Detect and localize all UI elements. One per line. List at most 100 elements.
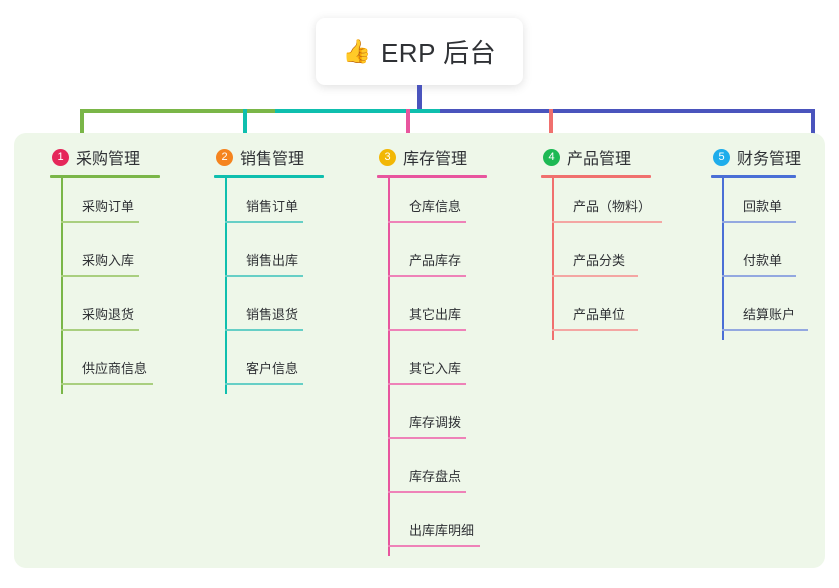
connector-drop-4 (549, 109, 553, 143)
branch-header-3[interactable]: 3 库存管理 (377, 145, 527, 169)
branch-item-label: 采购退货 (82, 307, 135, 322)
branch-item-rule (225, 383, 303, 385)
branch-item[interactable]: 仓库信息 (377, 178, 527, 232)
branch-item[interactable]: 产品（物料） (541, 178, 691, 232)
branch-number-badge: 5 (713, 148, 730, 166)
branch-item-label: 供应商信息 (82, 361, 148, 376)
branch-item[interactable]: 供应商信息 (50, 340, 200, 394)
branch-item-list: 销售订单销售出库销售退货客户信息 (214, 178, 364, 394)
branch-header-1[interactable]: 1 采购管理 (50, 145, 200, 169)
branch-item-label: 出库库明细 (409, 523, 475, 538)
branch-item[interactable]: 客户信息 (214, 340, 364, 394)
branch-item-rule (722, 329, 808, 331)
branch-item-rule (388, 329, 466, 331)
branch-item[interactable]: 采购入库 (50, 232, 200, 286)
branch-header-5[interactable]: 5 财务管理 (711, 145, 836, 169)
branch-item[interactable]: 产品库存 (377, 232, 527, 286)
branch-item-list: 产品（物料） 产品分类产品单位 (541, 178, 691, 340)
branch-item-rule (722, 275, 796, 277)
branch-item-label: 销售出库 (246, 253, 299, 268)
branch-item-label: 其它出库 (409, 307, 462, 322)
branch-item-label: 客户信息 (246, 361, 299, 376)
branch-title: 财务管理 (737, 151, 802, 168)
branch-item-rule (61, 383, 153, 385)
branch-item-rule (225, 221, 303, 223)
thumbs-up-icon: 👍 (342, 38, 372, 64)
branch-item[interactable]: 销售订单 (214, 178, 364, 232)
branch-item[interactable]: 其它入库 (377, 340, 527, 394)
branch-item[interactable]: 回款单 (711, 178, 836, 232)
connector-stem (417, 85, 422, 111)
connector-bus-teal (275, 109, 440, 113)
branch-title: 库存管理 (403, 151, 468, 168)
branch-item-rule (388, 275, 466, 277)
branch-item-rule (225, 329, 303, 331)
branch-item-label: 采购入库 (82, 253, 135, 268)
branch-header-rule (711, 175, 796, 178)
branch-item-rule (225, 275, 303, 277)
branch-item[interactable]: 库存调拨 (377, 394, 527, 448)
branch-item[interactable]: 其它出库 (377, 286, 527, 340)
branch-item[interactable]: 采购退货 (50, 286, 200, 340)
branch-column-5: 5 财务管理回款单付款单结算账户 (711, 145, 836, 340)
branch-item[interactable]: 采购订单 (50, 178, 200, 232)
branch-column-4: 4 产品管理产品（物料） 产品分类产品单位 (541, 145, 691, 340)
root-node-label: ERP 后台 (380, 38, 497, 68)
branch-spine (225, 178, 227, 394)
branch-item[interactable]: 产品分类 (541, 232, 691, 286)
branch-item-label: 回款单 (743, 199, 783, 214)
root-node-card[interactable]: 👍 ERP 后台 (316, 18, 523, 85)
branch-item[interactable]: 库存盘点 (377, 448, 527, 502)
branch-item-label: 其它入库 (409, 361, 462, 376)
branch-item-label: 产品分类 (573, 253, 626, 268)
branch-item-label: 产品库存 (409, 253, 462, 268)
branch-item-label: 产品单位 (573, 307, 626, 322)
branch-item-rule (388, 437, 466, 439)
branch-item[interactable]: 销售退货 (214, 286, 364, 340)
branch-item-rule (61, 221, 139, 223)
branch-number-badge: 4 (543, 148, 560, 166)
branch-header-rule (541, 175, 651, 178)
branch-column-1: 1 采购管理采购订单采购入库采购退货供应商信息 (50, 145, 200, 394)
branch-title: 产品管理 (567, 151, 632, 168)
branch-column-3: 3 库存管理仓库信息产品库存其它出库其它入库库存调拨库存盘点出库库明细 (377, 145, 527, 556)
branch-spine (388, 178, 390, 556)
branch-item[interactable]: 销售出库 (214, 232, 364, 286)
branch-item-rule (552, 221, 662, 223)
root-node-title: 👍 ERP 后台 (343, 33, 496, 70)
branch-item-label: 库存调拨 (409, 415, 462, 430)
branch-item-list: 回款单付款单结算账户 (711, 178, 836, 340)
branch-spine (61, 178, 63, 394)
branch-item-rule (61, 275, 139, 277)
branch-number-badge: 1 (52, 148, 69, 166)
branch-item-label: 库存盘点 (409, 469, 462, 484)
branch-item[interactable]: 出库库明细 (377, 502, 527, 556)
branch-item-rule (722, 221, 796, 223)
branch-item[interactable]: 结算账户 (711, 286, 836, 340)
branch-item-label: 产品（物料） (573, 199, 652, 214)
branch-header-4[interactable]: 4 产品管理 (541, 145, 691, 169)
branch-spine (722, 178, 724, 340)
branch-item-rule (61, 329, 139, 331)
branch-item-rule (388, 383, 466, 385)
connector-drop-1 (80, 109, 84, 143)
branch-header-rule (377, 175, 487, 178)
branch-item-list: 采购订单采购入库采购退货供应商信息 (50, 178, 200, 394)
branch-item[interactable]: 付款单 (711, 232, 836, 286)
connector-bus-blue (440, 109, 815, 113)
branch-title: 采购管理 (76, 151, 141, 168)
branch-item[interactable]: 产品单位 (541, 286, 691, 340)
branch-item-rule (552, 329, 638, 331)
branch-item-rule (552, 275, 638, 277)
branch-number-badge: 3 (379, 148, 396, 166)
branch-item-label: 付款单 (743, 253, 783, 268)
branch-item-label: 结算账户 (743, 307, 796, 322)
connector-bus-green (80, 109, 275, 113)
branch-item-label: 销售订单 (246, 199, 299, 214)
branch-title: 销售管理 (240, 151, 305, 168)
branch-item-label: 采购订单 (82, 199, 135, 214)
connector-drop-3 (406, 109, 410, 143)
branch-item-label: 销售退货 (246, 307, 299, 322)
